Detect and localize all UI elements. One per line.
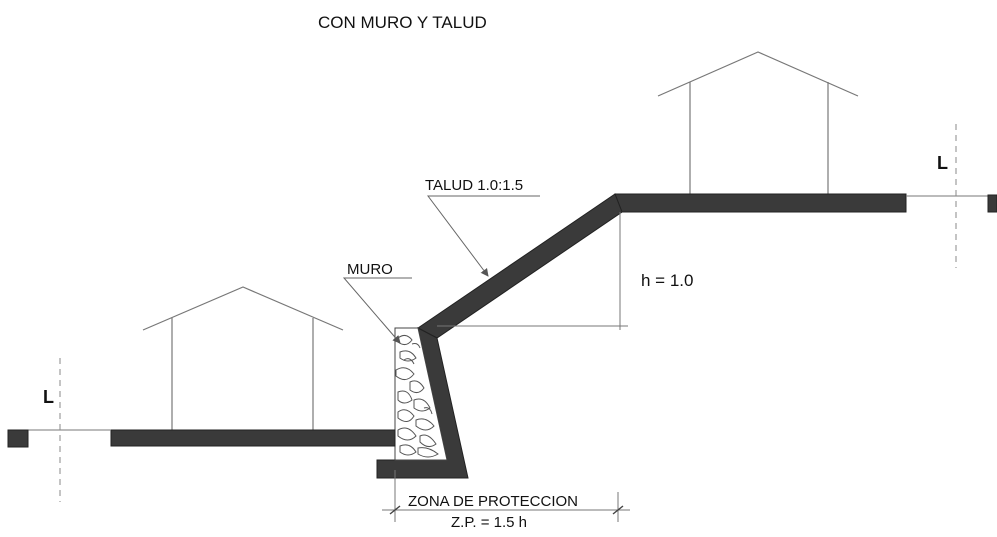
right-setback-label: L xyxy=(937,153,948,173)
left-boundary-block xyxy=(7,429,29,448)
title-text: CON MURO Y TALUD xyxy=(318,13,487,32)
zone-name-label: ZONA DE PROTECCION xyxy=(408,493,578,510)
left-setback-label: L xyxy=(43,387,54,407)
upper-house xyxy=(657,51,859,194)
right-boundary-block xyxy=(987,194,997,213)
muro-leader xyxy=(342,277,412,344)
muro-label: MURO xyxy=(347,261,393,278)
zone-formula-label: Z.P. = 1.5 h xyxy=(451,514,527,531)
slope-talud xyxy=(417,193,623,339)
stone-wall-muro xyxy=(394,327,448,461)
height-label: h = 1.0 xyxy=(641,271,693,290)
lower-platform xyxy=(110,429,396,447)
upper-platform xyxy=(614,193,907,213)
protection-zone-dimension xyxy=(382,470,630,522)
talud-label: TALUD 1.0:1.5 xyxy=(425,177,523,194)
lower-house xyxy=(142,286,344,430)
talud-leader xyxy=(427,195,540,277)
